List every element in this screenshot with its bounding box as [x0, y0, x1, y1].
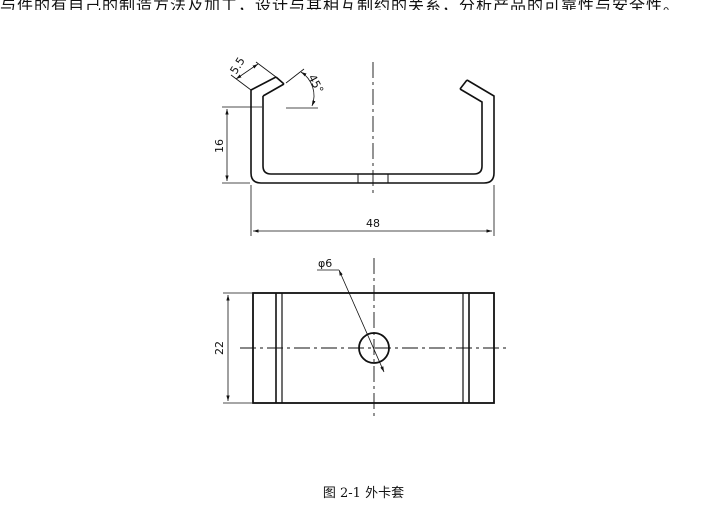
- left-flange-inner: [262, 83, 285, 97]
- clip-inner-contour: [262, 88, 483, 175]
- dim-width-label: 48: [366, 217, 380, 230]
- dim-depth: [223, 292, 252, 404]
- dim-angle: [285, 68, 318, 109]
- dim-hole-label: φ6: [318, 257, 332, 270]
- figure-caption: 图 2-1 外卡套: [322, 486, 405, 501]
- left-flange-outer: [250, 76, 277, 91]
- dim-depth-label: 22: [213, 341, 226, 355]
- left-flange-cap: [275, 76, 285, 85]
- clip-outer-contour: [250, 79, 495, 184]
- dim-bend-length: [230, 61, 277, 91]
- dim-angle-label: 45°: [305, 72, 326, 95]
- dim-height-label: 16: [213, 139, 226, 153]
- dim-width: [250, 185, 495, 236]
- front-view: [250, 76, 495, 184]
- dim-hole: [317, 269, 385, 373]
- dim-height: [222, 106, 262, 184]
- cropped-text-line: 与件的有自己的制造方法及加工，设计与其相互制约的关系，分析产品的可靠性与安全性。: [0, 0, 681, 10]
- right-flange-cap: [459, 79, 468, 90]
